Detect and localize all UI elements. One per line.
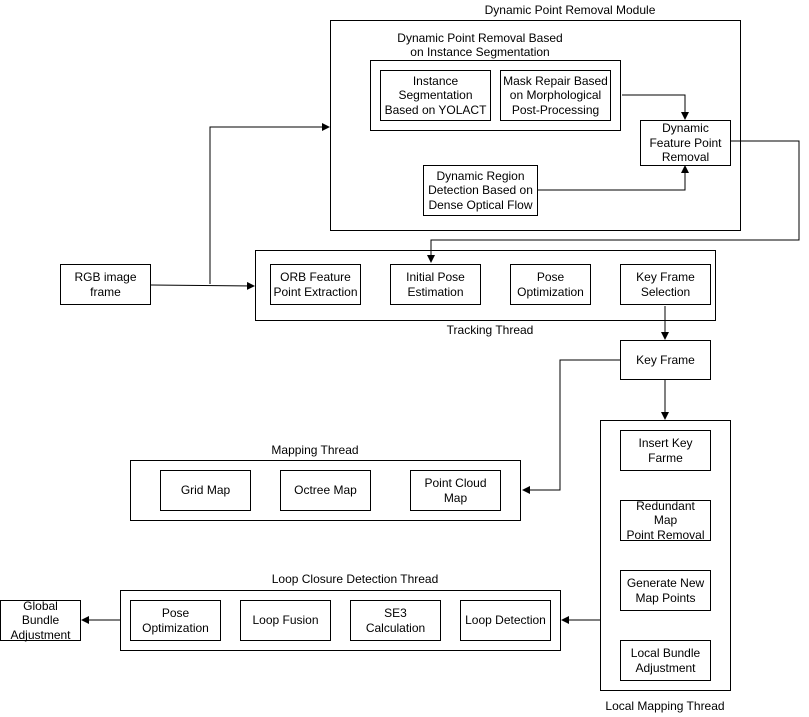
tracking-frame — [255, 250, 716, 321]
local-mapping-frame — [600, 420, 731, 691]
loop-title: Loop Closure Detection Thread — [271, 572, 439, 586]
global-ba-box: Global Bundle Adjustment — [0, 599, 81, 642]
rgb-frame-box: RGB image frame — [60, 264, 151, 305]
loop-frame — [120, 590, 561, 651]
generate-points-box: Generate New Map Points — [620, 570, 711, 611]
point-cloud-map-box: Point Cloud Map — [410, 470, 501, 511]
local-ba-box: Local Bundle Adjustment — [620, 640, 711, 681]
octree-map-box: Octree Map — [280, 470, 371, 511]
mapping-frame — [130, 460, 521, 521]
loop-detection-box: Loop Detection — [460, 600, 551, 641]
arrow-keyframe-to-mapping — [522, 359, 620, 494]
arrow-feature-removal-to-tracking — [427, 140, 800, 263]
instance-seg-title: Dynamic Point Removal Based on Instance … — [397, 31, 563, 59]
pose-optimization-box: Pose Optimization — [510, 264, 591, 305]
initial-pose-box: Initial Pose Estimation — [390, 264, 481, 305]
optical-flow-box: Dynamic Region Detection Based on Dense … — [423, 165, 538, 216]
arrow-optical-flow-to-feature-removal — [538, 165, 689, 191]
feature-removal-box: Dynamic Feature Point Removal — [640, 120, 731, 166]
mapping-title: Mapping Thread — [271, 443, 359, 457]
loop-fusion-box: Loop Fusion — [240, 600, 331, 641]
arrow-rgb-to-tracking — [150, 281, 255, 290]
dynamic-module-frame — [330, 20, 741, 231]
tracking-title: Tracking Thread — [446, 323, 534, 337]
loop-pose-optimization-box: Pose Optimization — [130, 600, 221, 641]
local-mapping-title: Local Mapping Thread — [605, 699, 725, 713]
yolact-box: Instance Segmentation Based on YOLACT — [380, 70, 491, 121]
insert-keyframe-box: Insert Key Farme — [620, 430, 711, 471]
keyframe-box: Key Frame — [620, 340, 711, 380]
grid-map-box: Grid Map — [160, 470, 251, 511]
redundant-points-box: Redundant Map Point Removal — [620, 499, 711, 542]
se3-calculation-box: SE3 Calculation — [350, 600, 441, 641]
keyframe-selection-box: Key Frame Selection — [620, 264, 711, 305]
orb-box: ORB Feature Point Extraction — [270, 264, 361, 305]
instance-seg-frame — [370, 60, 621, 131]
arrow-rgb-to-dynamic-module — [209, 123, 330, 284]
mask-repair-box: Mask Repair Based on Morphological Post-… — [500, 70, 611, 121]
dynamic-module-title: Dynamic Point Removal Module — [484, 3, 656, 17]
arrow-mask-to-feature-removal — [622, 94, 689, 120]
